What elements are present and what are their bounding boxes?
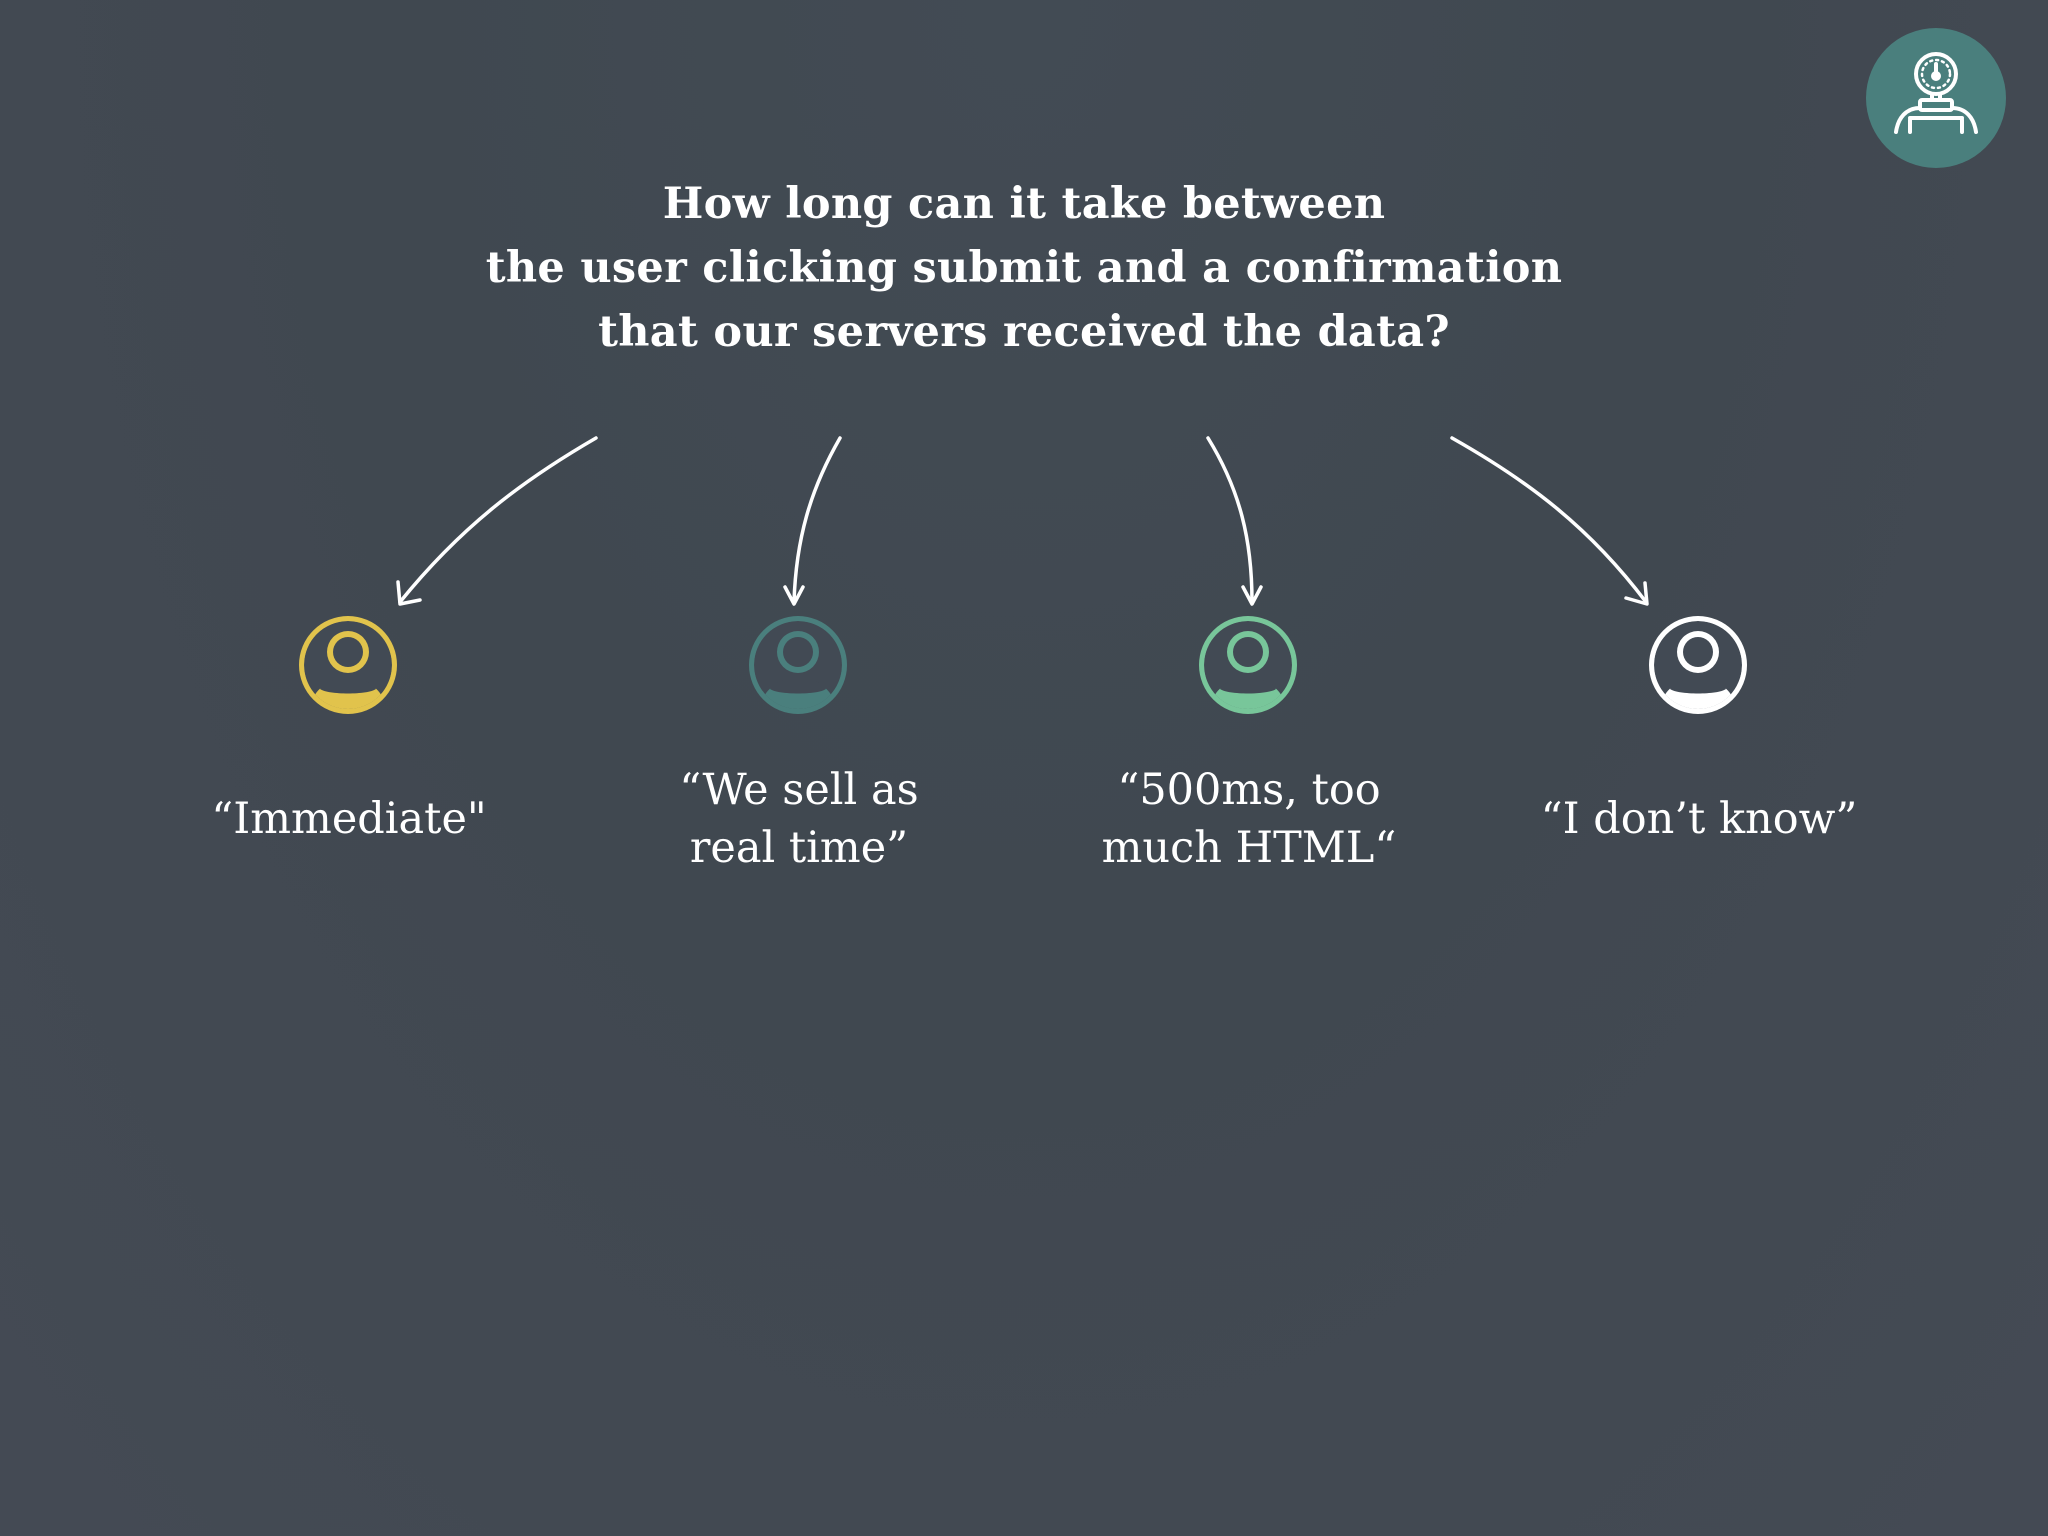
arrow-3 bbox=[1206, 436, 1254, 604]
gauge-robot-icon bbox=[1866, 28, 2006, 168]
arrow-2 bbox=[792, 436, 842, 604]
arrow-3-head bbox=[1241, 585, 1263, 606]
user-icon bbox=[749, 616, 847, 714]
persona-4 bbox=[1648, 615, 1748, 715]
arrow-4 bbox=[1450, 436, 1648, 604]
answer-4: “I don’t know” bbox=[1540, 794, 1858, 844]
user-icon bbox=[1199, 616, 1297, 714]
question-line-3: that our servers received the data? bbox=[598, 307, 1450, 357]
question-heading: How long can it take between the user cl… bbox=[324, 172, 1724, 364]
arrow-2-head bbox=[783, 585, 805, 606]
user-icon bbox=[299, 616, 397, 714]
arrow-1-head bbox=[396, 580, 422, 606]
arrow-1 bbox=[398, 436, 598, 604]
answer-1: “Immediate" bbox=[211, 794, 487, 844]
persona-2 bbox=[748, 615, 848, 715]
answer-3: “500ms, too much HTML“ bbox=[1101, 765, 1397, 873]
answer-2: “We sell as real time” bbox=[679, 765, 919, 873]
arrow-4-head bbox=[1624, 581, 1649, 606]
persona-1 bbox=[298, 615, 398, 715]
question-line-2: the user clicking submit and a confirmat… bbox=[485, 243, 1563, 293]
persona-3 bbox=[1198, 615, 1298, 715]
user-icon bbox=[1649, 616, 1747, 714]
question-line-1: How long can it take between bbox=[662, 179, 1386, 229]
